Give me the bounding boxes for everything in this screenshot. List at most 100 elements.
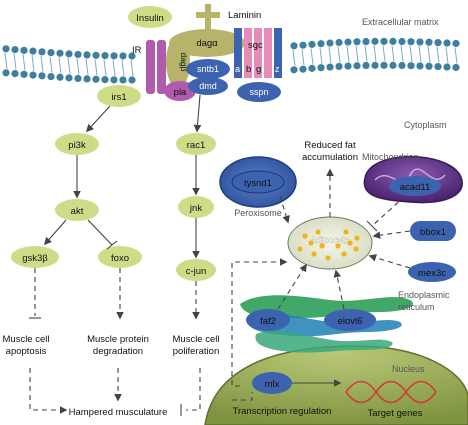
- bbox1-label: bbox1: [420, 227, 446, 238]
- lipid-head: [47, 72, 55, 81]
- faf2-label: faf2: [260, 316, 276, 327]
- lipid-head: [326, 39, 334, 47]
- lipid-droplet: [308, 240, 314, 246]
- lipid-head: [2, 45, 10, 53]
- lipid-head: [371, 37, 379, 45]
- lipid-head: [380, 61, 388, 69]
- akt-label: akt: [71, 206, 84, 217]
- lipid-tail: [319, 47, 323, 64]
- cjun-node: [176, 259, 216, 281]
- connectors: [29, 94, 411, 416]
- outcome-label: Hampered musculature: [69, 407, 168, 418]
- lipid-tail: [310, 48, 314, 65]
- mlx-label: mlx: [265, 379, 280, 390]
- lipid-tail: [364, 45, 368, 62]
- lipid-tail: [373, 45, 377, 62]
- lipid-tail: [49, 56, 53, 73]
- sspn-node: [237, 82, 281, 102]
- lipid-tail: [40, 55, 44, 72]
- lipid-droplet: [297, 246, 303, 252]
- ir-label: IR: [132, 45, 142, 56]
- lipid-head: [74, 74, 82, 83]
- lipid-tail: [121, 59, 125, 77]
- lipid-tail: [301, 49, 305, 66]
- acad11-node: [389, 176, 441, 196]
- lipid-head: [290, 66, 298, 74]
- lipid-tail: [4, 52, 8, 69]
- lipid-head: [92, 75, 100, 83]
- lipid-head: [83, 51, 91, 59]
- lipid-tail: [13, 53, 17, 70]
- lipid-tail: [130, 59, 134, 77]
- gsk3b-node: [11, 246, 59, 268]
- lipid-droplet: [341, 251, 347, 257]
- lipid-droplet: [354, 235, 360, 241]
- lipid-head: [299, 65, 307, 73]
- rac1-label: rac1: [187, 140, 205, 151]
- apoptosis-line: Muscle cell: [3, 334, 50, 345]
- lipid-head: [20, 46, 28, 54]
- lipid-head: [290, 42, 298, 50]
- lipid-head: [425, 38, 433, 46]
- lipid-head: [362, 61, 370, 70]
- lipid-tail: [328, 46, 332, 64]
- lipid-head: [443, 39, 451, 47]
- lipid-head: [344, 62, 352, 70]
- lipid-tail: [112, 59, 116, 76]
- elovl6-label: elovl6: [338, 316, 363, 327]
- lipid-tail: [409, 45, 413, 62]
- lipid-droplet: [311, 251, 317, 257]
- irs1-node: [97, 85, 141, 107]
- foxo-label: foxo: [111, 253, 129, 264]
- sgc-subunit-b: b: [246, 64, 251, 75]
- jnk-label: jnk: [189, 203, 202, 214]
- lipid-head: [434, 63, 442, 71]
- mitochondrion-label: Mitochondrion: [362, 152, 419, 162]
- dag-beta-label: dagβ: [179, 52, 189, 71]
- lipid-head: [308, 64, 316, 72]
- nucleus-label: Nucleus: [392, 364, 425, 374]
- lipid-tail: [355, 45, 359, 62]
- lipid-tail: [292, 49, 296, 66]
- faf2-node: [246, 309, 290, 331]
- lipid-head: [335, 62, 343, 71]
- cell-membrane: [2, 37, 460, 84]
- lipid-head: [101, 76, 109, 84]
- pi3k-node: [55, 133, 99, 155]
- rac1-node: [176, 133, 216, 155]
- lipid-head: [371, 61, 379, 69]
- lipid-head: [416, 62, 424, 70]
- sspn-label: sspn: [249, 87, 268, 97]
- lipid-head: [38, 72, 46, 80]
- insulin-label: Insulin: [136, 13, 163, 24]
- lipid-tail: [445, 46, 449, 64]
- lipid-head: [65, 74, 73, 82]
- laminin-label: Laminin: [228, 10, 261, 21]
- lipid-head: [452, 63, 460, 72]
- lipid-tail: [436, 46, 440, 63]
- tysnd1-label: tysnd1: [244, 178, 272, 189]
- sgc-complex: [234, 28, 282, 78]
- lipid-head: [416, 38, 424, 46]
- lipid-head: [380, 37, 388, 45]
- proliferation-line: Muscle cell: [173, 334, 220, 345]
- lipid-tail: [58, 57, 62, 74]
- lipid-tail: [418, 45, 422, 63]
- sntb1-label: sntb1: [197, 64, 219, 74]
- mex3c-node: [408, 262, 456, 282]
- pla-label: pla: [174, 87, 187, 98]
- lipid-tail: [22, 54, 26, 71]
- transcription-label: Transcription regulation: [233, 406, 332, 417]
- lipid-head: [101, 52, 109, 60]
- lipid-droplet: [325, 255, 331, 261]
- lipid-droplet: [347, 240, 353, 246]
- peroxisome-label: Peroxisome: [234, 208, 282, 218]
- lipid-head: [119, 76, 127, 84]
- lipid-tail: [454, 47, 458, 64]
- lipid-tail: [76, 58, 80, 75]
- apoptosis-line-2: apoptosis: [6, 346, 47, 357]
